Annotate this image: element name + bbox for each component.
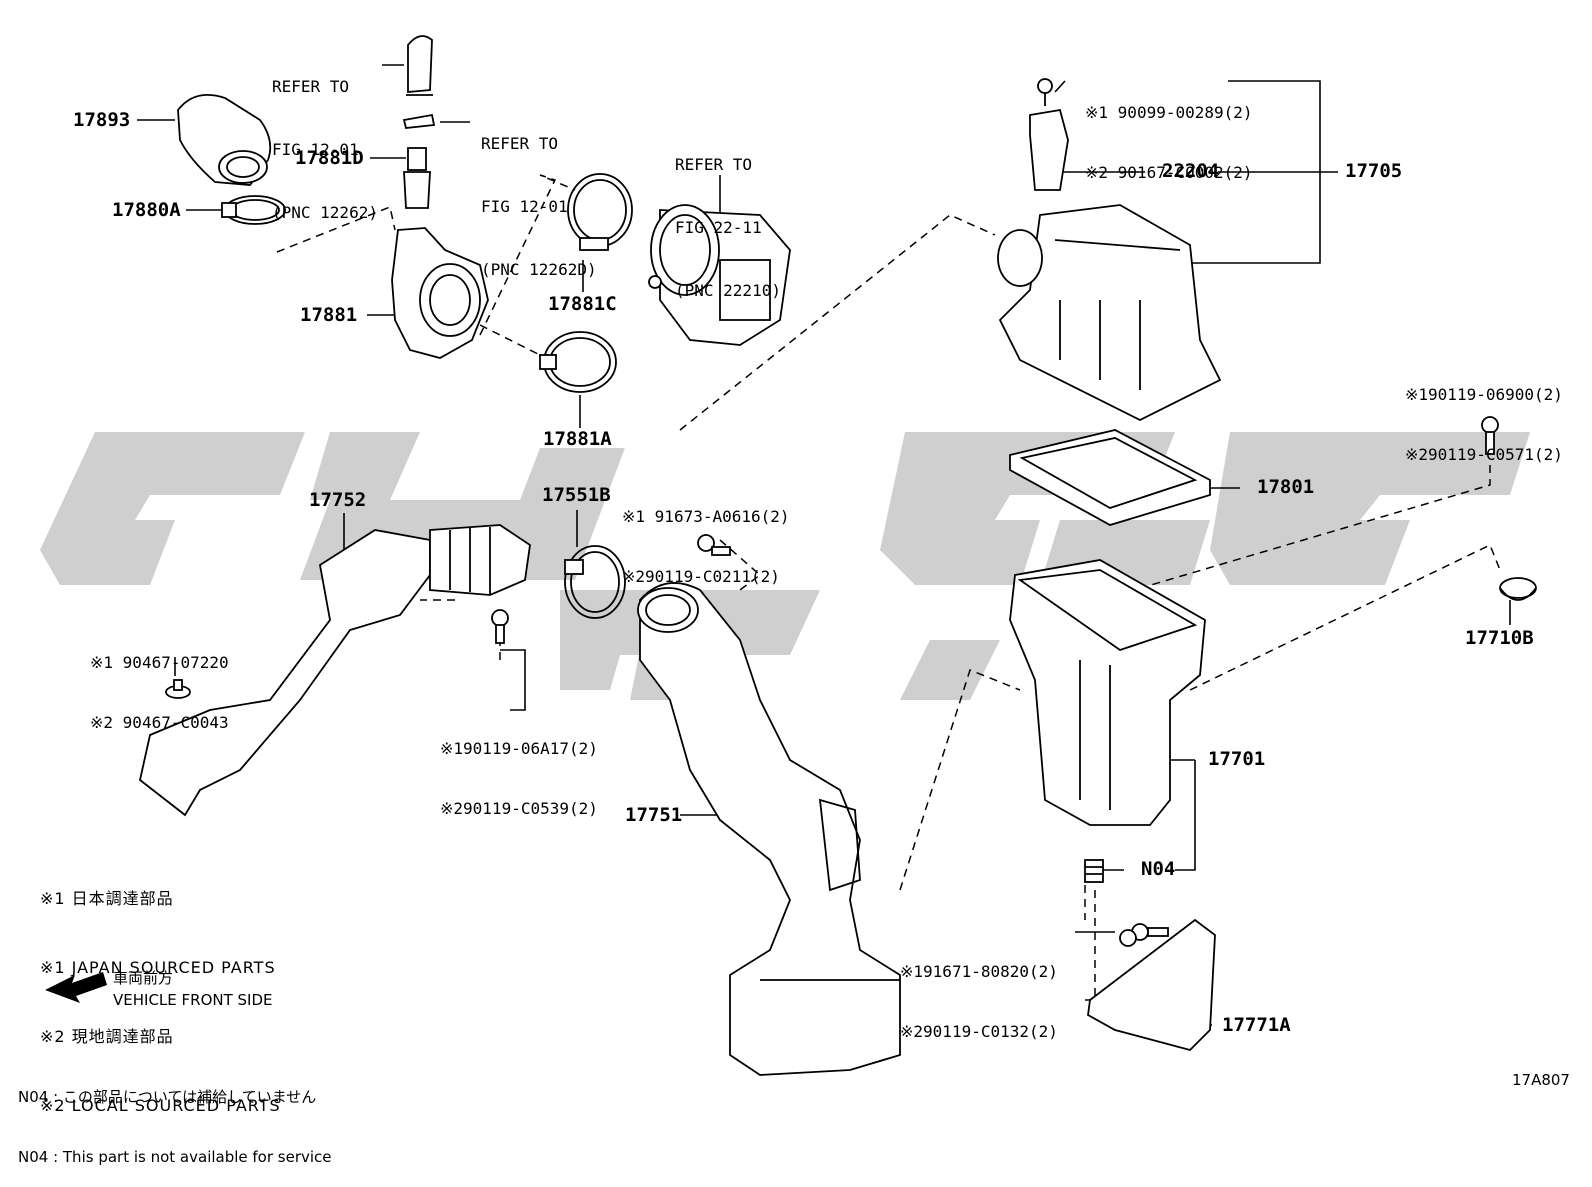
callout-line: ※290119-C0211(2) — [622, 567, 780, 586]
callout-line: ※1 90467-07220 — [90, 653, 229, 672]
callout-line: ※290119-C0571(2) — [1405, 445, 1563, 464]
refer-line: FIG 22-11 — [675, 218, 762, 237]
part-17893-shape — [177, 94, 272, 186]
callout-line: ※191671-80820(2) — [900, 962, 1058, 981]
arrow-left-icon — [45, 972, 107, 1003]
legend-line: ※1 日本調達部品 — [40, 889, 174, 908]
label-17801: 17801 — [1257, 476, 1315, 498]
label-17551B: 17551B — [542, 484, 611, 506]
callout-bolt-17771A: ※191671-80820(2) ※290119-C0132(2) — [900, 922, 1058, 1062]
callout-line: ※2 90167-C0002(2) — [1085, 163, 1253, 182]
direction-label-jp: 車両前方 — [113, 969, 174, 987]
callout-line: ※290119-C0132(2) — [900, 1022, 1058, 1041]
note-line: N04 : This part is not available for ser… — [18, 1148, 332, 1166]
refer-line: REFER TO — [272, 77, 350, 96]
label-22204: 22204 — [1162, 160, 1220, 182]
label-17751: 17751 — [625, 804, 683, 826]
label-17893: 17893 — [73, 109, 131, 131]
label-17752: 17752 — [309, 489, 367, 511]
clamp-17551B-shape — [564, 545, 626, 619]
refer-line: REFER TO — [675, 155, 753, 174]
callout-line: ※1 90099-00289(2) — [1085, 103, 1253, 122]
refer-line: (PNC 12262) — [272, 203, 378, 222]
leader-lines — [137, 64, 1511, 1026]
plug-17710B-shape — [1499, 577, 1537, 601]
label-17881C: 17881C — [548, 293, 617, 315]
filter-17801-shape — [1009, 429, 1211, 526]
label-17880A: 17880A — [112, 199, 181, 221]
n04-note: N04 : この部品については補給していません N04 : This part … — [18, 1047, 332, 1187]
refer-line: FIG 12-01 — [481, 197, 568, 216]
callout-bolt-right: ※190119-06900(2) ※290119-C0571(2) — [1405, 345, 1563, 485]
callout-clip-17752: ※1 90467-07220 ※2 90467-C0043 — [90, 613, 229, 753]
bracket-17771A-shape — [1087, 918, 1216, 1052]
callout-line: ※190119-06900(2) — [1405, 385, 1563, 404]
callout-bolt-22204: ※1 90099-00289(2) ※2 90167-C0002(2) — [1085, 63, 1253, 203]
refer-note-22210: REFER TO FIG 22-11 (PNC 22210) — [675, 112, 781, 322]
throttle-body-shape — [648, 204, 791, 346]
part-17881D-shape — [403, 147, 431, 209]
label-17705: 17705 — [1345, 160, 1403, 182]
legend-line: ※2 現地調達部品 — [40, 1027, 174, 1046]
figure-code: 17A807 — [1512, 1071, 1570, 1089]
callout-bolt-17551B: ※1 91673-A0616(2) ※290119-C0211(2) — [622, 467, 790, 607]
refer-line: REFER TO — [481, 134, 559, 153]
small-bolts-shape — [165, 534, 1137, 947]
label-17701: 17701 — [1208, 748, 1266, 770]
direction-label-en: VEHICLE FRONT SIDE — [113, 991, 273, 1009]
part-hose-upper-shape — [402, 35, 436, 129]
legend-line: ※1 JAPAN SOURCED PARTS — [40, 958, 276, 977]
note-line: N04 : この部品については補給していません — [18, 1088, 317, 1106]
label-17881: 17881 — [300, 304, 358, 326]
callout-line: ※1 91673-A0616(2) — [622, 507, 790, 526]
grommet-N04-shape — [1084, 859, 1104, 883]
callout-line: ※2 90467-C0043 — [90, 713, 229, 732]
part-17881C-shape — [567, 173, 633, 251]
label-17771A: 17771A — [1222, 1014, 1291, 1036]
refer-note-12262: REFER TO FIG 12-01 (PNC 12262) — [272, 34, 378, 244]
case-17701-shape — [1009, 559, 1206, 826]
label-17710B: 17710B — [1465, 627, 1534, 649]
intake-17752-shape — [138, 524, 531, 817]
part-17881-shape — [391, 227, 489, 359]
callout-line: ※290119-C0539(2) — [440, 799, 598, 818]
duct-17751-shape — [637, 582, 901, 1076]
callout-bolt-17752: ※190119-06A17(2) ※290119-C0539(2) — [440, 699, 598, 839]
bolt-right-shape — [1481, 416, 1499, 455]
refer-note-12262D: REFER TO FIG 12-01 (PNC 12262D) — [481, 91, 597, 301]
parts-diagram — [40, 35, 1537, 1076]
part-17880A-shape — [221, 195, 286, 225]
refer-line: (PNC 12262D) — [481, 260, 597, 279]
refer-line: (PNC 22210) — [675, 281, 781, 300]
label-17881D: 17881D — [295, 147, 364, 169]
label-17881A: 17881A — [543, 428, 612, 450]
callout-line: ※190119-06A17(2) — [440, 739, 598, 758]
sensor-22204-shape — [1029, 78, 1069, 191]
refer-line: FIG 12-01 — [272, 140, 359, 159]
label-N04: N04 — [1141, 858, 1176, 880]
air-cleaner-cap-shape — [997, 204, 1222, 422]
part-17881A-shape — [539, 331, 617, 393]
